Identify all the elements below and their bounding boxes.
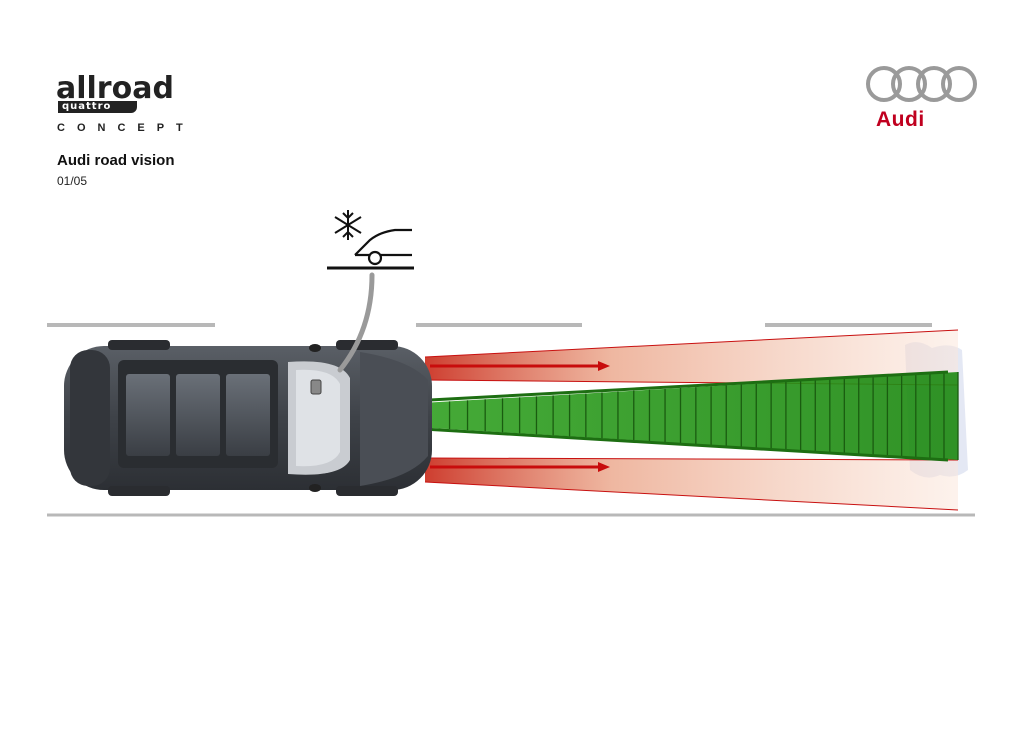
- camera-sensor: [310, 379, 322, 395]
- snowflake-icon: [334, 210, 362, 240]
- page-number: 01/05: [57, 174, 88, 188]
- audi-wordmark: Audi: [876, 108, 925, 131]
- lane-markings: [47, 323, 975, 517]
- audi-rings-logo: [866, 66, 977, 102]
- radar-arrow-lower: [430, 462, 610, 472]
- radar-beam-upper: [425, 330, 958, 385]
- car-top-view: [64, 340, 432, 496]
- radar-arrow-upper: [430, 361, 610, 371]
- quattro-badge: quattro: [58, 101, 138, 113]
- concept-label: CONCEPT: [57, 122, 195, 134]
- slippery-road-car-icon: [327, 228, 414, 270]
- allroad-logo-text: allroad: [56, 71, 174, 106]
- radar-beam-lower: [425, 458, 958, 510]
- page-title: Audi road vision: [57, 152, 175, 169]
- callout-line: [337, 272, 375, 373]
